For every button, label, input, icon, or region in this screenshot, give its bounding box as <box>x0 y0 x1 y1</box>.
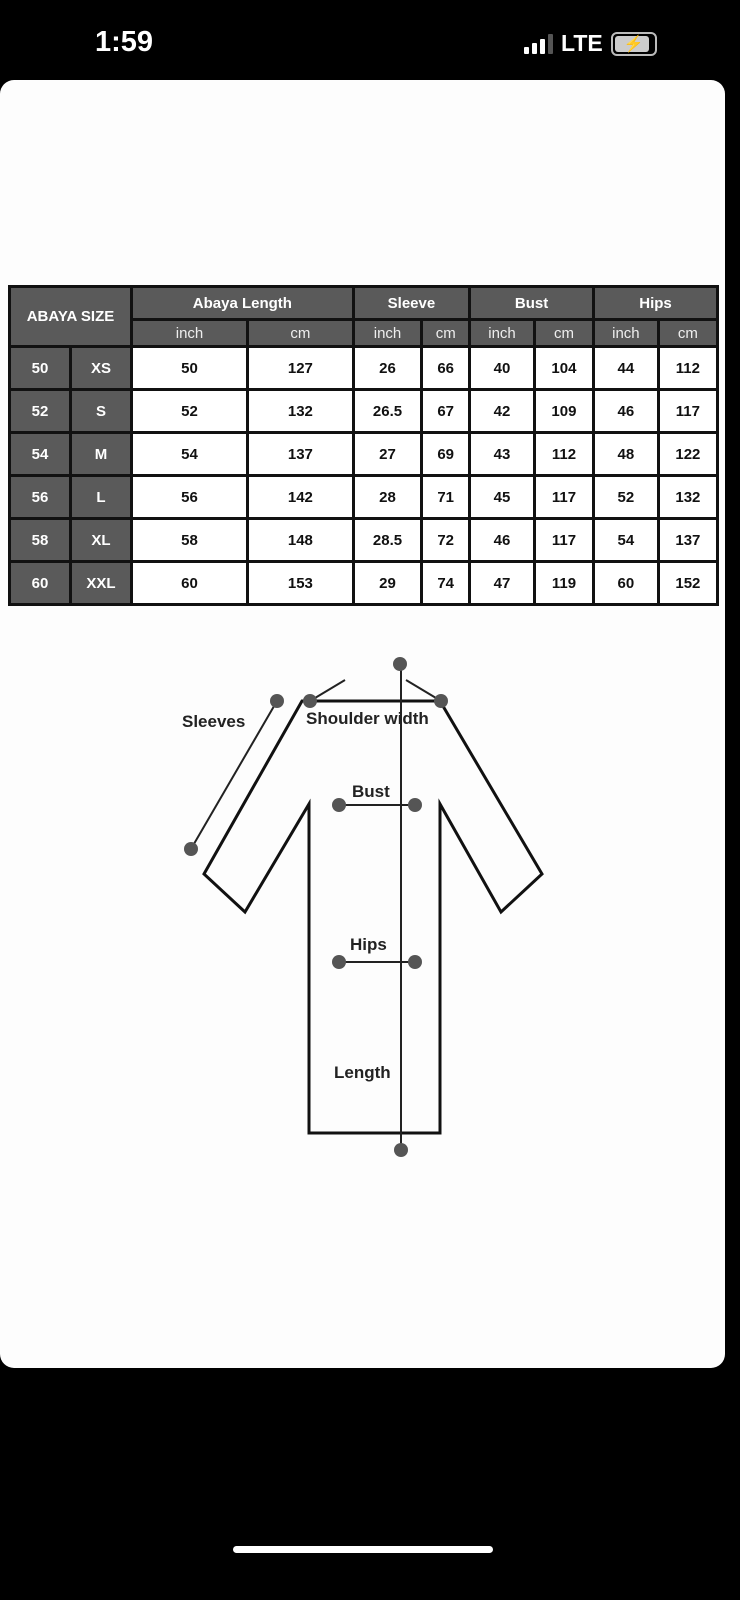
measurement-cell: 52 <box>133 391 246 431</box>
unit-header: cm <box>659 321 716 345</box>
battery-charging-icon: ⚡ <box>610 31 657 56</box>
measurement-cell: 122 <box>659 434 716 474</box>
measurement-cell: 69 <box>423 434 469 474</box>
measurement-cell: 71 <box>423 477 469 517</box>
measurement-cell: 117 <box>535 477 593 517</box>
size-number: 58 <box>11 520 69 560</box>
measurement-cell: 148 <box>249 520 352 560</box>
sleeves-label: Sleeves <box>182 712 246 731</box>
abaya-outline <box>202 699 544 1135</box>
measurement-cell: 45 <box>471 477 533 517</box>
status-icons: LTE ⚡ <box>524 30 657 57</box>
measurement-cell: 66 <box>423 348 469 388</box>
unit-header: inch <box>133 321 246 345</box>
size-number: 50 <box>11 348 69 388</box>
size-letter: XL <box>72 520 130 560</box>
measurement-cell: 60 <box>133 563 246 603</box>
unit-header: cm <box>535 321 593 345</box>
hips-label: Hips <box>350 935 387 954</box>
measurement-cell: 52 <box>595 477 657 517</box>
signal-icon <box>524 33 553 54</box>
measurement-cell: 153 <box>249 563 352 603</box>
measurement-cell: 26 <box>354 348 421 388</box>
length-label: Length <box>334 1063 391 1082</box>
measurement-cell: 40 <box>471 348 533 388</box>
size-letter: M <box>72 434 130 474</box>
measurement-cell: 43 <box>471 434 533 474</box>
measurement-cell: 152 <box>659 563 716 603</box>
measurement-cell: 58 <box>133 520 246 560</box>
measurement-cell: 44 <box>595 348 657 388</box>
size-letter: L <box>72 477 130 517</box>
network-label: LTE <box>561 30 603 56</box>
measurement-cell: 48 <box>595 434 657 474</box>
sleeve-line <box>190 700 278 850</box>
measurement-cell: 127 <box>249 348 352 388</box>
measurement-cell: 54 <box>133 434 246 474</box>
home-indicator[interactable] <box>233 1546 493 1553</box>
measurement-cell: 42 <box>471 391 533 431</box>
size-number: 56 <box>11 477 69 517</box>
measurement-cell: 119 <box>535 563 593 603</box>
measurement-cell: 29 <box>354 563 421 603</box>
measurement-cell: 132 <box>249 391 352 431</box>
measurement-cell: 142 <box>249 477 352 517</box>
bust-label: Bust <box>352 782 390 801</box>
size-chart-table: ABAYA SIZE Abaya Length Sleeve Bust Hips… <box>8 285 719 606</box>
size-number: 60 <box>11 563 69 603</box>
measurement-cell: 26.5 <box>354 391 421 431</box>
unit-header: inch <box>595 321 657 345</box>
size-letter: XXL <box>72 563 130 603</box>
measurement-cell: 56 <box>133 477 246 517</box>
measurement-cell: 60 <box>595 563 657 603</box>
unit-header: cm <box>249 321 352 345</box>
measurement-cell: 117 <box>659 391 716 431</box>
group-header: Sleeve <box>354 288 469 318</box>
group-header: Bust <box>471 288 593 318</box>
measurement-cell: 46 <box>595 391 657 431</box>
measurement-cell: 67 <box>423 391 469 431</box>
size-number: 52 <box>11 391 69 431</box>
measure-points <box>184 657 448 1157</box>
measurement-cell: 112 <box>659 348 716 388</box>
group-header: Abaya Length <box>133 288 352 318</box>
size-number: 54 <box>11 434 69 474</box>
size-header: ABAYA SIZE <box>11 288 130 345</box>
measurement-cell: 104 <box>535 348 593 388</box>
measurement-cell: 137 <box>249 434 352 474</box>
measurement-cell: 50 <box>133 348 246 388</box>
measurement-cell: 117 <box>535 520 593 560</box>
measurement-cell: 109 <box>535 391 593 431</box>
group-header: Hips <box>595 288 716 318</box>
status-time: 1:59 <box>95 26 154 58</box>
measurement-cell: 28.5 <box>354 520 421 560</box>
measurement-cell: 27 <box>354 434 421 474</box>
measurement-cell: 46 <box>471 520 533 560</box>
measurement-cell: 112 <box>535 434 593 474</box>
measurement-cell: 28 <box>354 477 421 517</box>
measurement-cell: 72 <box>423 520 469 560</box>
unit-header: inch <box>354 321 421 345</box>
measurement-cell: 137 <box>659 520 716 560</box>
measurement-cell: 54 <box>595 520 657 560</box>
measurement-cell: 74 <box>423 563 469 603</box>
size-letter: S <box>72 391 130 431</box>
measurement-cell: 132 <box>659 477 716 517</box>
measurement-cell: 47 <box>471 563 533 603</box>
unit-header: inch <box>471 321 533 345</box>
shoulder-width-label: Shoulder width <box>306 709 429 728</box>
unit-header: cm <box>423 321 469 345</box>
size-letter: XS <box>72 348 130 388</box>
